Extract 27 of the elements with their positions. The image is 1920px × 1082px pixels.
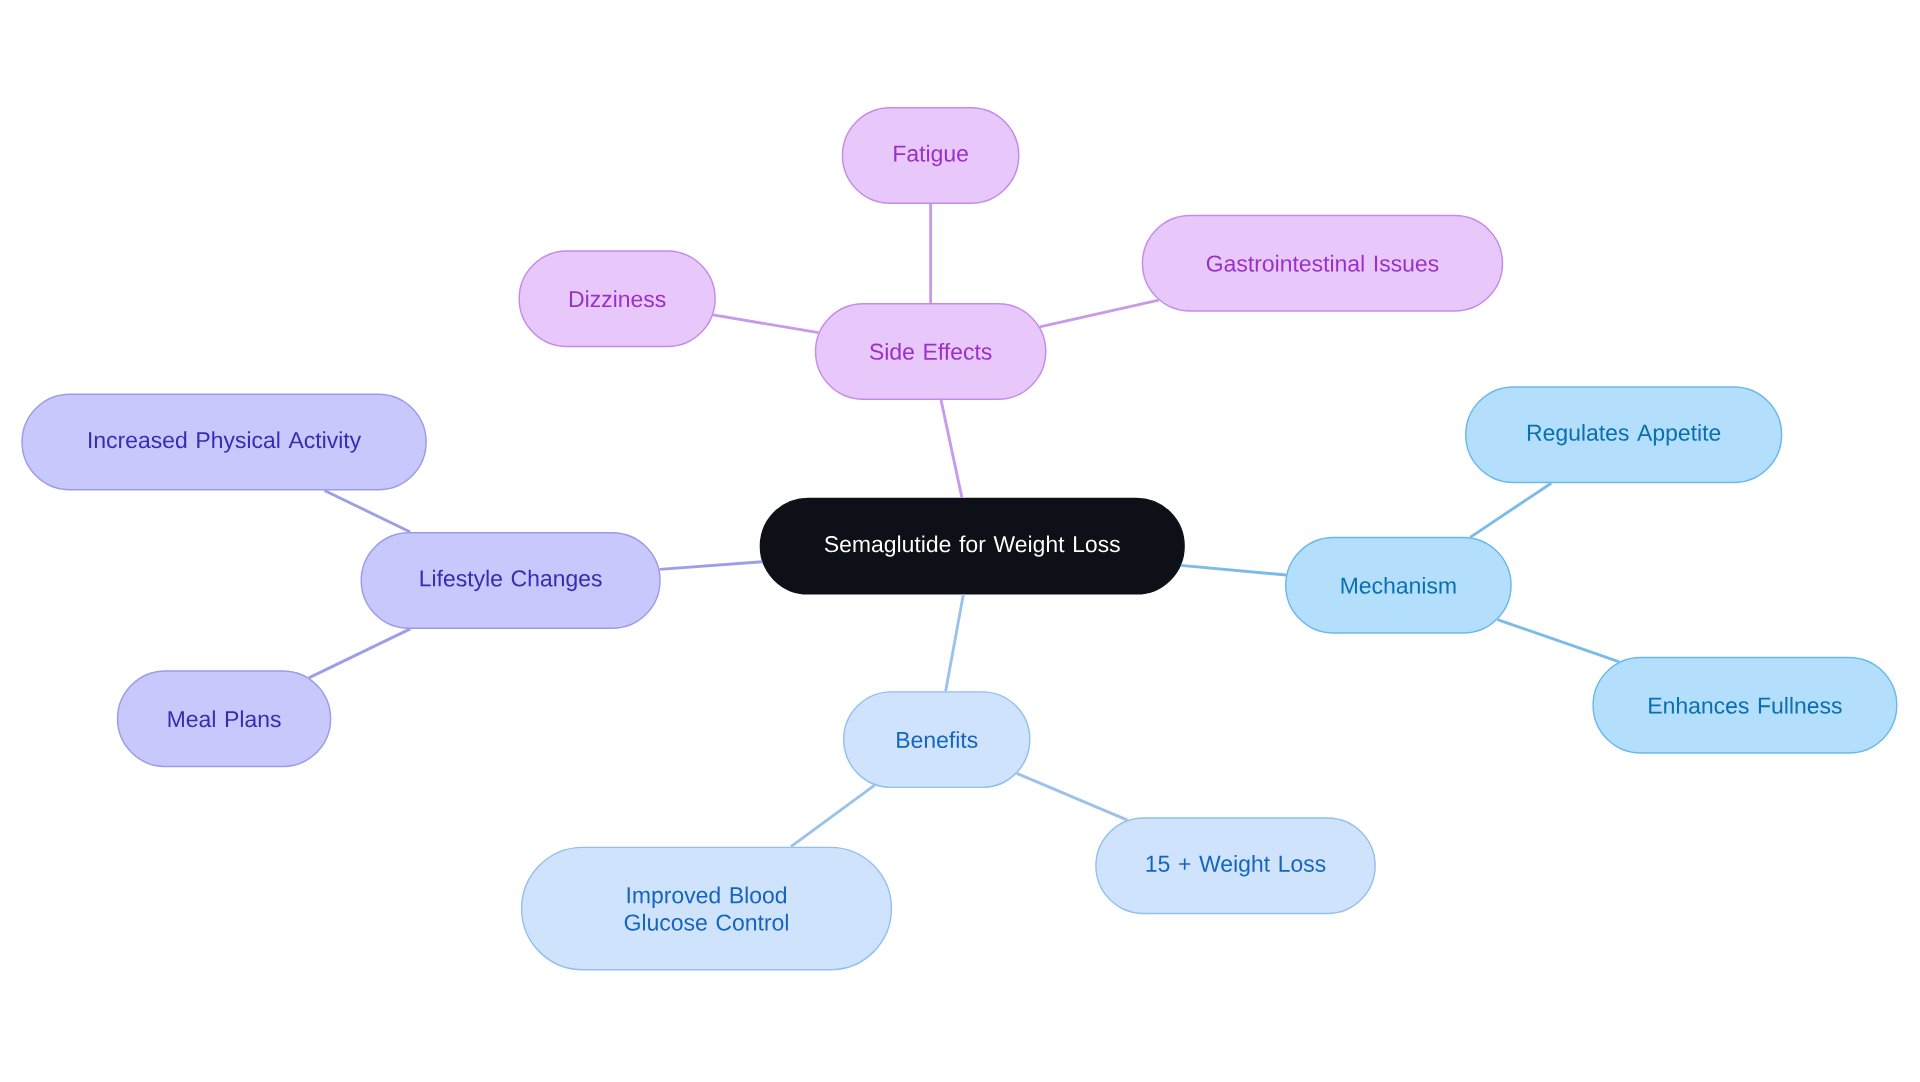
connector-line	[1039, 298, 1160, 329]
connector-line	[939, 399, 964, 498]
connector-line	[1469, 481, 1552, 539]
topic-box: 15 + Weight Loss	[1095, 817, 1376, 914]
topic-box: Mechanism	[1285, 536, 1512, 634]
topic-box: Gastrointestinal Issues	[1141, 214, 1504, 312]
topic-box: Lifestyle Changes	[360, 531, 661, 629]
connector-line	[1180, 563, 1287, 577]
connector-line	[308, 627, 411, 679]
topic-box: Regulates Appetite	[1465, 386, 1783, 483]
topic-box: Increased Physical Activity	[21, 393, 427, 491]
topic-box: Semaglutide for Weight Loss	[759, 497, 1185, 595]
topic-box: Enhances Fullness	[1592, 656, 1898, 754]
connector-line	[712, 313, 819, 334]
topic-box: Meal Plans	[116, 670, 332, 768]
connector-line	[323, 489, 411, 534]
connector-line	[1016, 771, 1128, 822]
connector-line	[929, 203, 933, 303]
connector-line	[1497, 618, 1620, 663]
topic-box: Improved Blood Glucose Control	[520, 846, 893, 971]
connector-line	[944, 594, 965, 692]
topic-box: Dizziness	[518, 250, 716, 348]
connector-line	[790, 783, 876, 848]
topic-box: Side Effects	[814, 302, 1047, 400]
topic-box: Benefits	[842, 690, 1031, 788]
connector-line	[659, 560, 763, 571]
topic-box: Fatigue	[841, 106, 1020, 204]
